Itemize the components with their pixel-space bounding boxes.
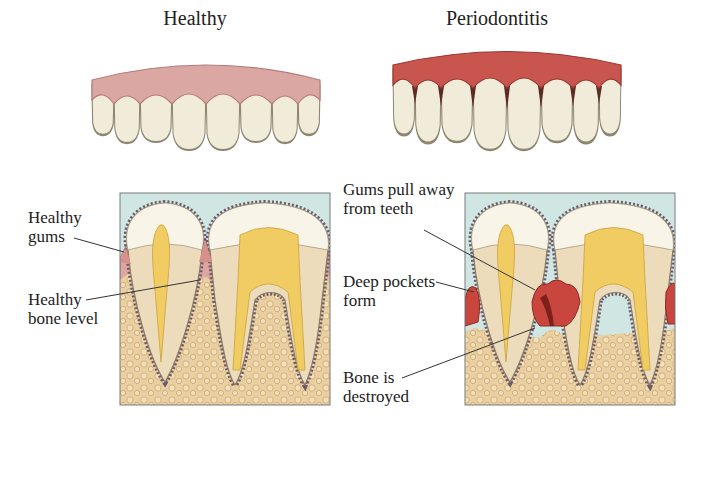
panel-frame <box>120 193 330 405</box>
panel-frame <box>465 193 675 405</box>
callout-label: Deep pockets form <box>343 272 439 310</box>
healthy-section <box>120 193 330 405</box>
diseased-gum-arch <box>393 52 621 89</box>
healthy-gum-arch <box>92 65 320 104</box>
diseased-section <box>465 193 675 405</box>
gap-shadows <box>412 86 602 110</box>
callout-label: Healthy bone level <box>28 290 100 328</box>
callout-label: Healthy gums <box>28 208 103 246</box>
callout-label: Gums pull away from teeth <box>343 180 461 218</box>
panel-heading: Healthy <box>95 6 295 30</box>
callout-label: Bone is destroyed <box>343 368 439 406</box>
leader-lines <box>74 230 535 378</box>
panel-heading: Periodontitis <box>397 6 597 30</box>
